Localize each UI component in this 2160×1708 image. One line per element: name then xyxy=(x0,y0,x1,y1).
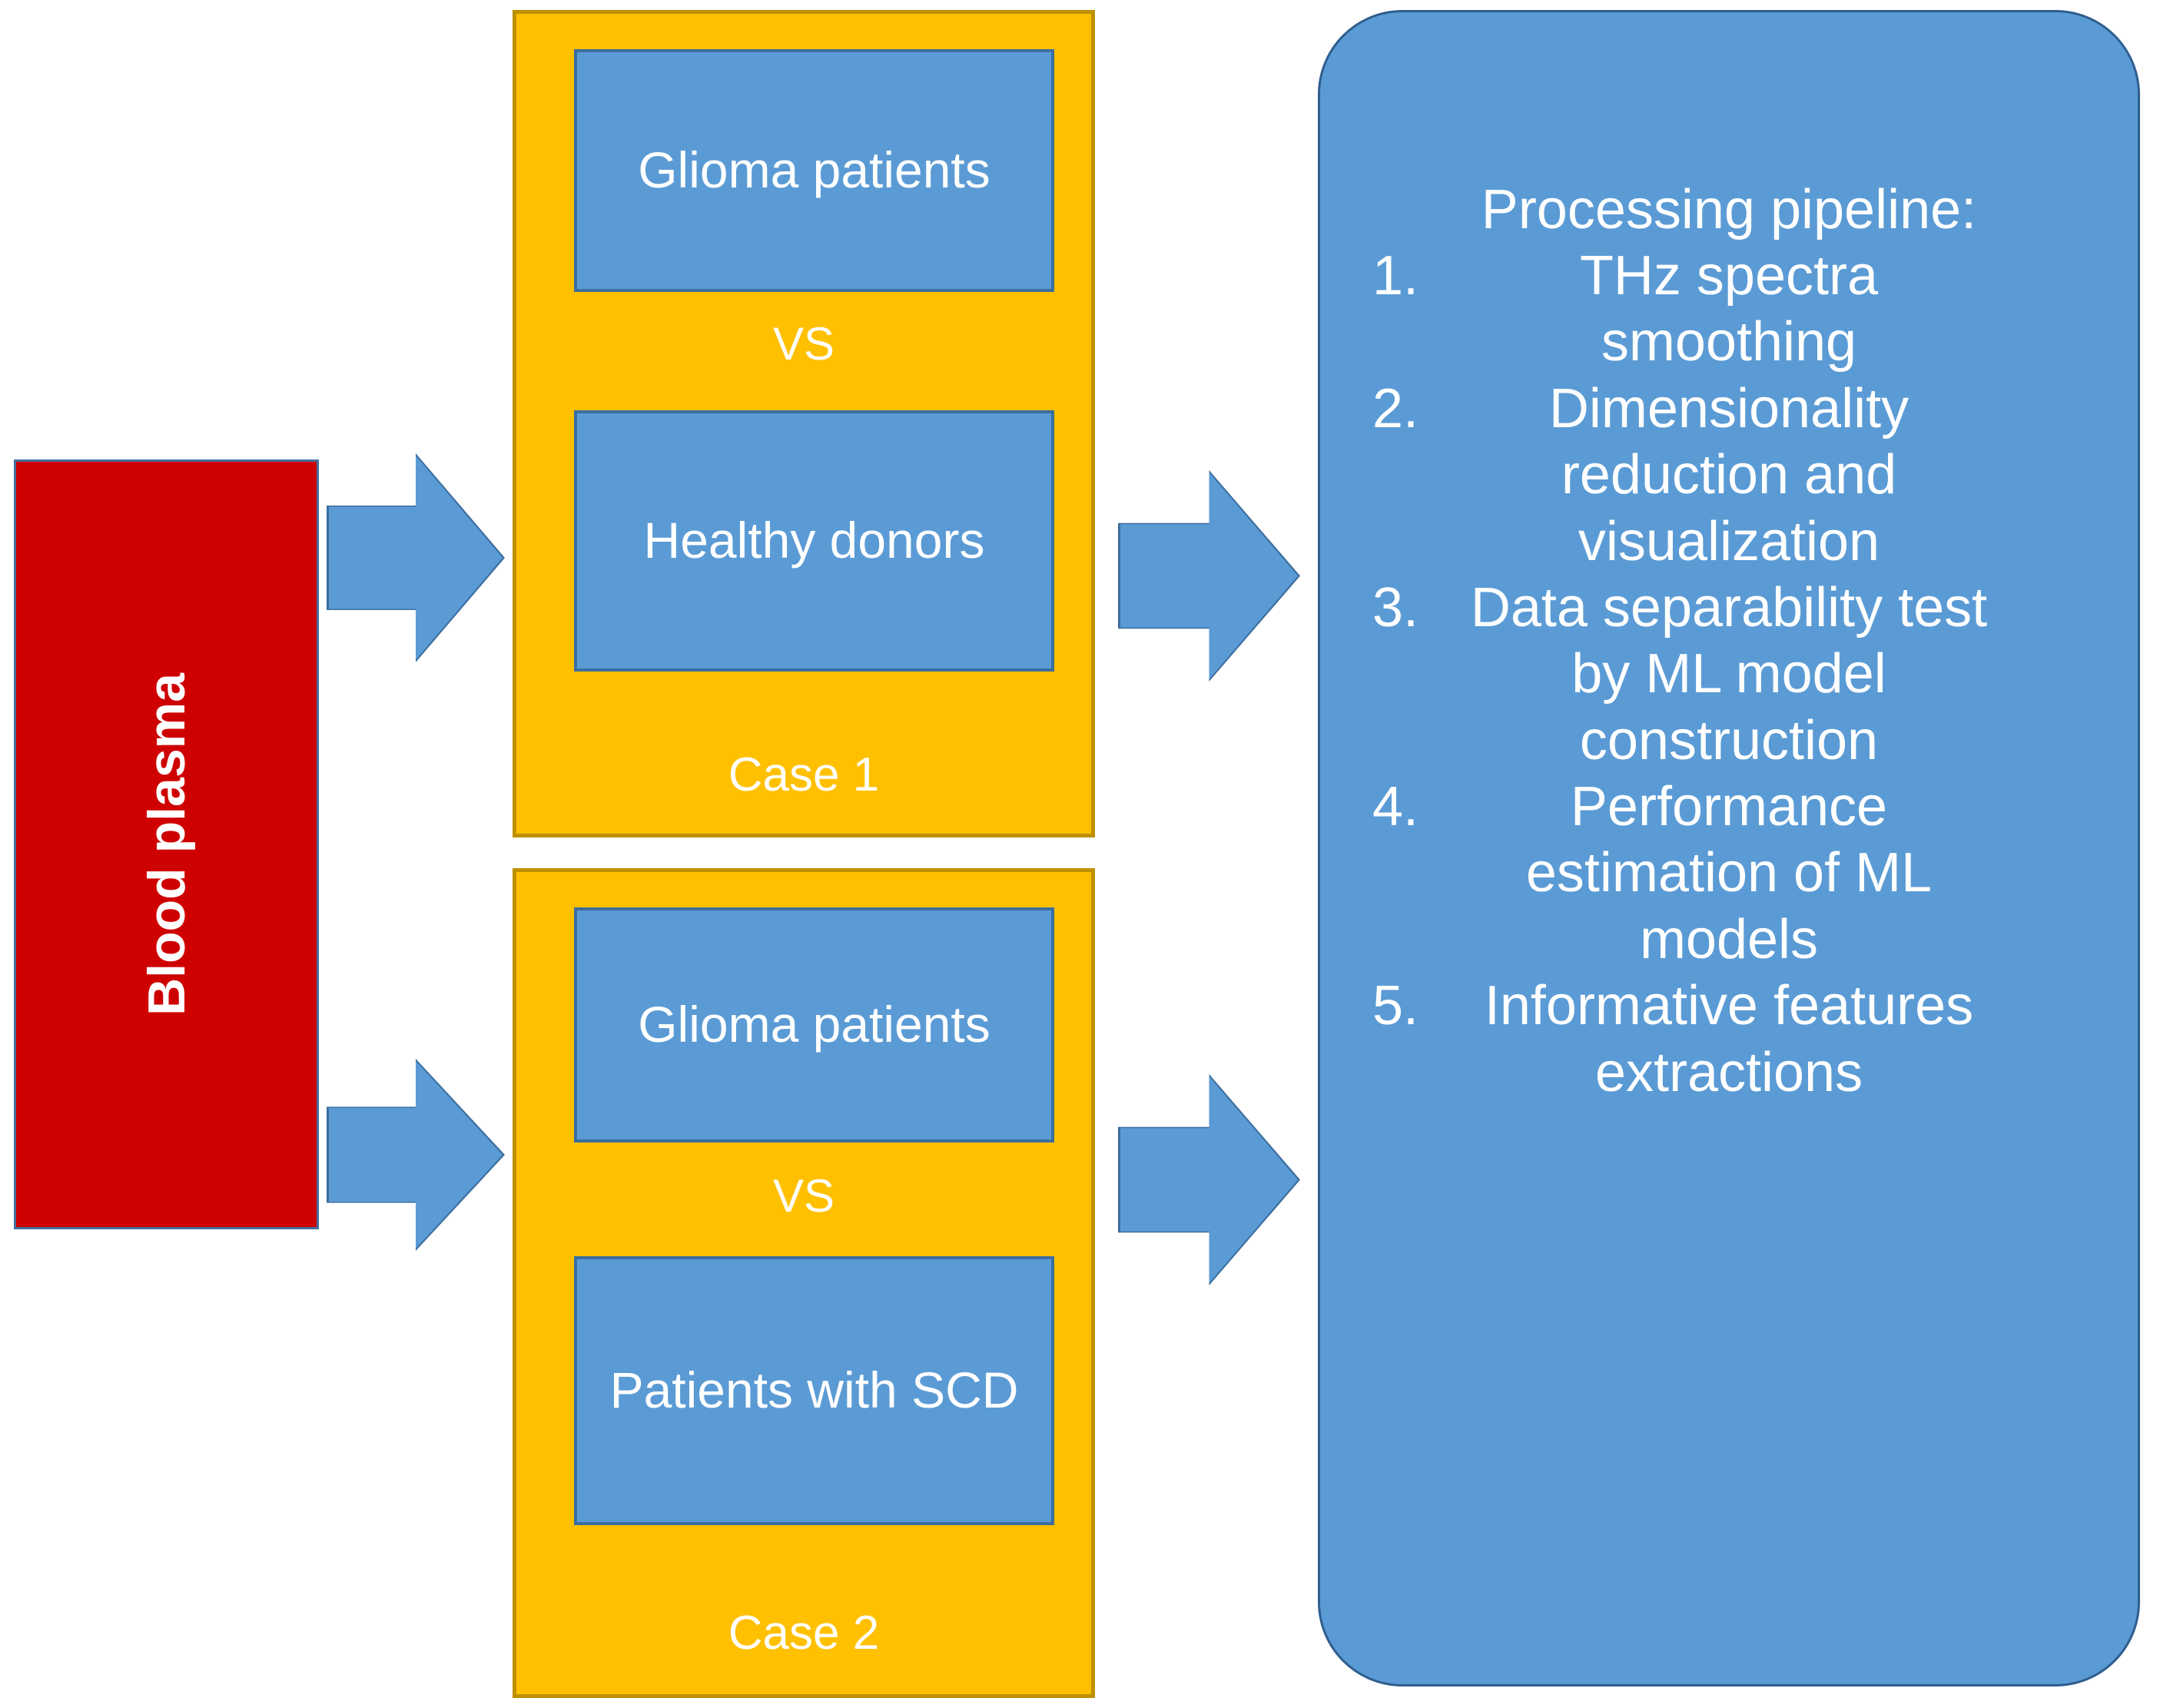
arrow-right-icon-case2-to-pipeline xyxy=(1118,1074,1300,1285)
case-1-group-b: Healthy donors xyxy=(574,410,1054,672)
case-2-caption: Case 2 xyxy=(728,1607,880,1660)
arrow-right-icon-source-to-case1 xyxy=(327,453,505,662)
case-2-box: Glioma patients VS Patients with SCD Cas… xyxy=(513,868,1095,1698)
pipeline-step-number: 5. xyxy=(1372,975,1418,1037)
arrow-right-icon-source-to-case2 xyxy=(327,1059,505,1251)
pipeline-step-text: Dimensionality reduction and visualizati… xyxy=(1548,377,1909,572)
pipeline-step-list: 1. THz spectra smoothing 2. Dimensionali… xyxy=(1320,243,2138,1106)
arrow-fill xyxy=(329,456,503,660)
case-2-vs-label: VS xyxy=(772,1170,835,1222)
blood-plasma-box: Blood plasma xyxy=(14,459,319,1229)
blood-plasma-label: Blood plasma xyxy=(137,673,196,1016)
arrow-fill xyxy=(1120,1076,1298,1283)
pipeline-step-number: 1. xyxy=(1372,244,1418,307)
case-2-group-a: Glioma patients xyxy=(574,907,1054,1143)
case-1-group-a: Glioma patients xyxy=(574,49,1054,292)
pipeline-step-text: Data separability test by ML model const… xyxy=(1470,576,1988,771)
arrow-right-icon-case1-to-pipeline xyxy=(1118,470,1300,682)
pipeline-step-3: 3. Data separability test by ML model co… xyxy=(1320,575,2138,774)
processing-pipeline-panel: Processing pipeline: 1. THz spectra smoo… xyxy=(1318,10,2140,1686)
case-1-caption: Case 1 xyxy=(728,748,880,801)
pipeline-step-text: THz spectra smoothing xyxy=(1579,244,1879,373)
pipeline-title: Processing pipeline: xyxy=(1481,179,1977,240)
pipeline-step-4: 4. Performance estimation of ML models xyxy=(1320,774,2138,973)
case-2-group-b: Patients with SCD xyxy=(574,1256,1054,1525)
arrow-fill xyxy=(329,1061,503,1249)
case-1-vs-label: VS xyxy=(772,318,835,370)
pipeline-step-number: 2. xyxy=(1372,377,1418,439)
pipeline-step-number: 3. xyxy=(1372,576,1418,638)
arrow-fill xyxy=(1120,473,1298,679)
pipeline-step-text: Performance estimation of ML models xyxy=(1525,776,1933,970)
case-1-box: Glioma patients VS Healthy donors Case 1 xyxy=(513,10,1095,837)
pipeline-step-2: 2. Dimensionality reduction and visualiz… xyxy=(1320,376,2138,575)
pipeline-step-1: 1. THz spectra smoothing xyxy=(1320,243,2138,376)
pipeline-step-text: Informative features extractions xyxy=(1484,975,1974,1103)
pipeline-step-number: 4. xyxy=(1372,776,1418,838)
pipeline-step-5: 5. Informative features extractions xyxy=(1320,973,2138,1106)
